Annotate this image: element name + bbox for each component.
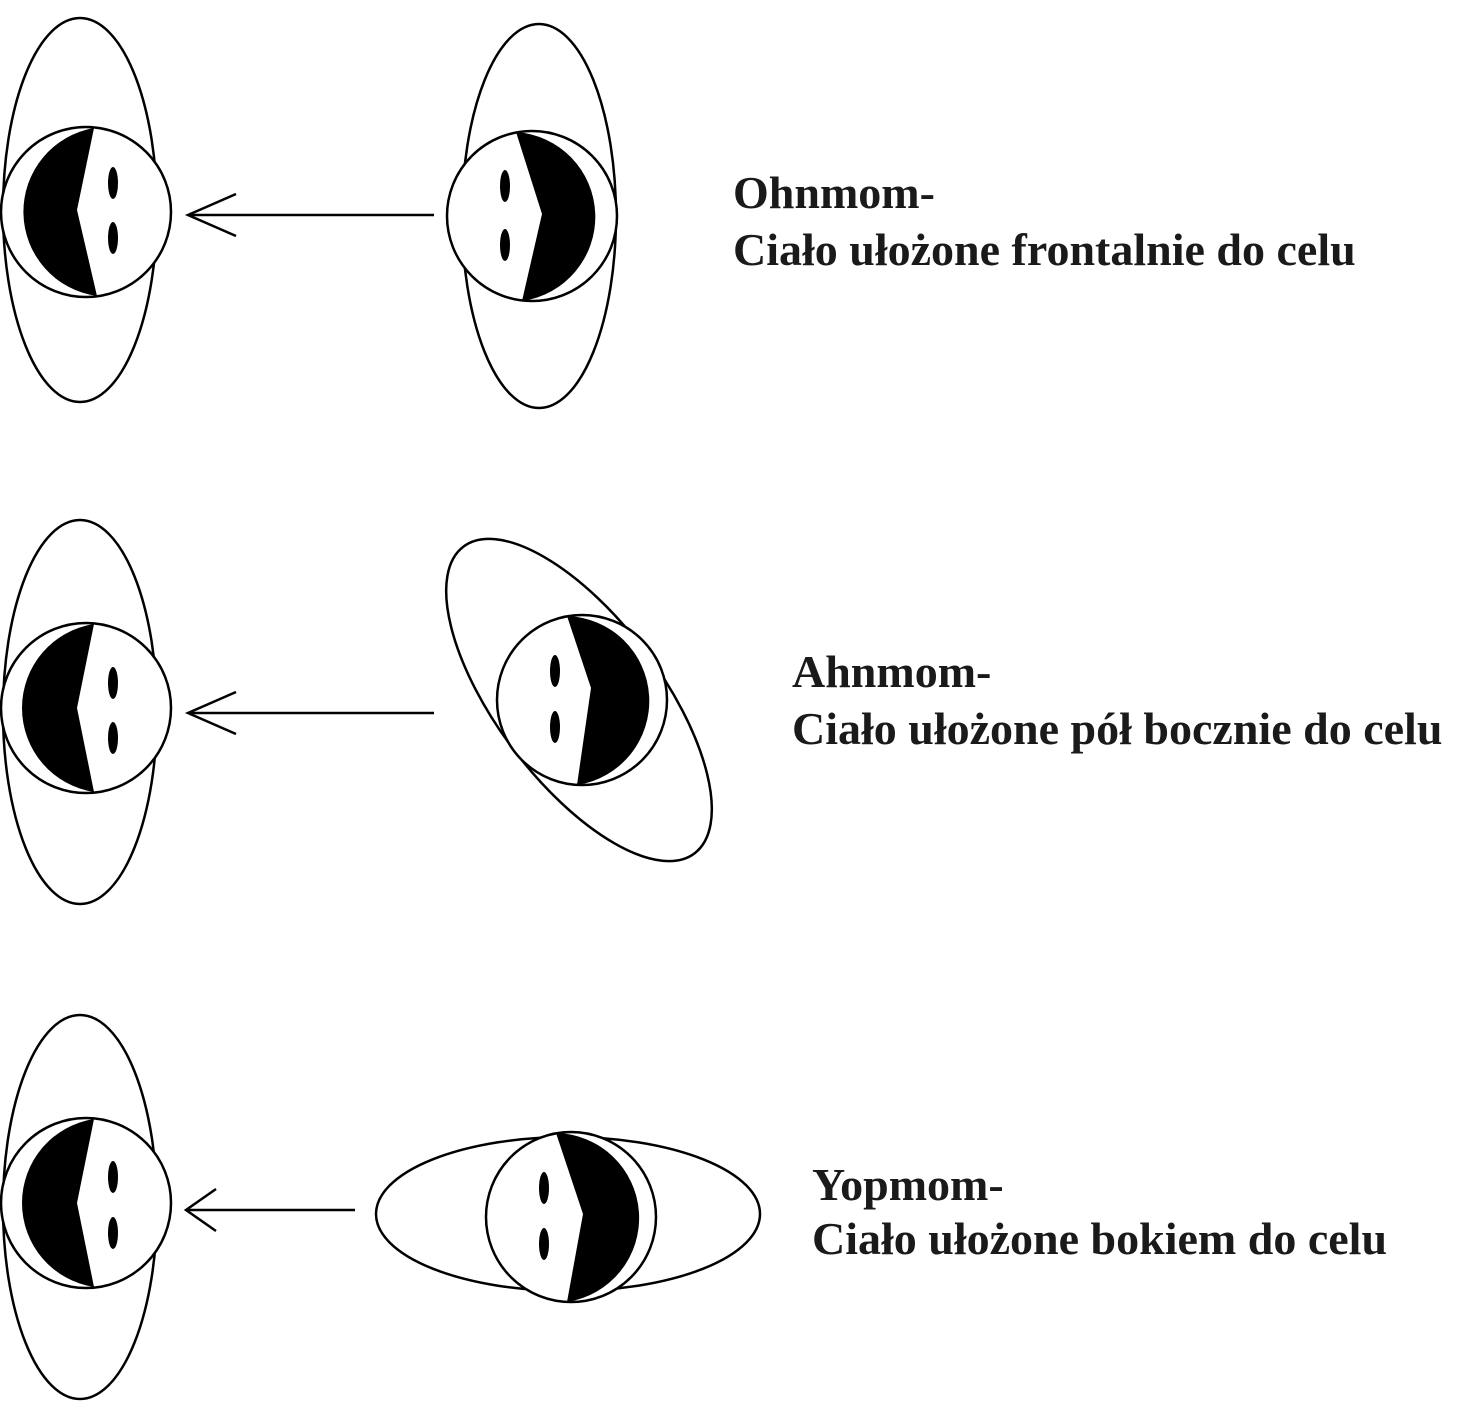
target-eye-lower	[108, 1217, 118, 1249]
stance-name: Ohnmom-	[733, 167, 935, 218]
target-eye-upper	[108, 167, 118, 199]
stance-name: Ahnmom-	[792, 646, 991, 697]
target-figure	[0, 1013, 173, 1401]
practitioner-eye-upper	[550, 655, 560, 687]
practitioner-hair	[516, 132, 596, 301]
practitioner-figure-half-side	[444, 537, 714, 863]
arrow-head	[183, 1187, 217, 1233]
stance-row-ohnmom: Ohnmom- Ciało ułożone frontalnie do celu	[0, 16, 1356, 410]
practitioner-eye-lower	[539, 1228, 549, 1260]
target-eye-upper	[108, 1161, 118, 1193]
practitioner-figure-frontal	[445, 22, 619, 410]
target-hair	[23, 128, 98, 296]
target-hair	[21, 1119, 95, 1287]
target-figure	[0, 16, 173, 404]
practitioner-hair	[556, 1133, 640, 1302]
practitioner-hair	[567, 616, 650, 785]
stance-description: Ciało ułożone pół bocznie do celu	[792, 703, 1442, 754]
practitioner-figure-side	[374, 1130, 762, 1304]
direction-arrow	[184, 690, 434, 736]
stance-row-yopmom: Yopmom- Ciało ułożone bokiem do celu	[0, 1013, 1387, 1401]
target-hair	[22, 624, 95, 792]
stance-description: Ciało ułożone bokiem do celu	[812, 1213, 1387, 1264]
practitioner-eye-upper	[500, 170, 510, 202]
arrow-head	[184, 690, 237, 736]
arrow-head	[184, 192, 237, 238]
target-eye-lower	[108, 222, 118, 254]
target-eye-upper	[108, 667, 118, 699]
target-eye-lower	[108, 722, 118, 754]
direction-arrow	[183, 1187, 355, 1233]
stance-row-ahnmom: Ahnmom- Ciało ułożone pół bocznie do cel…	[0, 518, 1442, 906]
stance-name: Yopmom-	[812, 1159, 1004, 1210]
direction-arrow	[184, 192, 434, 238]
target-figure	[0, 518, 173, 906]
practitioner-eye-upper	[539, 1172, 549, 1204]
practitioner-eye-lower	[550, 711, 560, 743]
practitioner-eye-lower	[500, 229, 510, 261]
stance-description: Ciało ułożone frontalnie do celu	[733, 224, 1356, 275]
